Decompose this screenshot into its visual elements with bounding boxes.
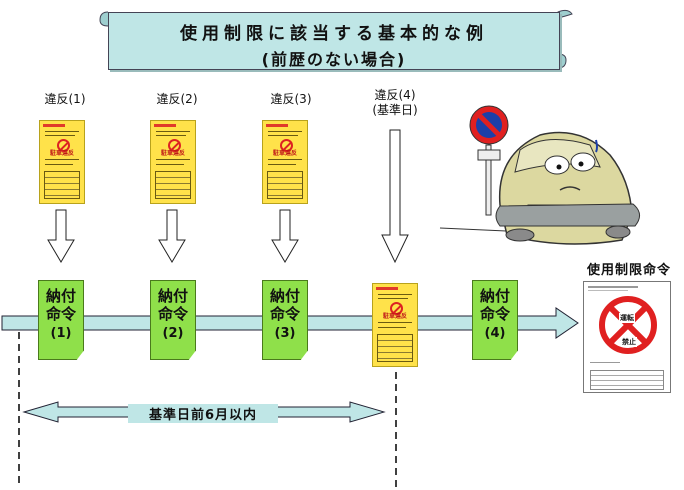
notice-line-2: 命令 [269,305,300,323]
notice-number: (4) [484,326,506,341]
title-scroll-curl-topright [557,9,573,19]
down-arrow-1 [47,209,75,263]
payment-notice-1: 納付 命令 (1) [38,280,84,360]
ticket-title: 駐車違反 [49,150,74,157]
down-arrow-2 [158,209,186,263]
notice-line-2: 命令 [157,305,188,323]
notice-line-1: 納付 [479,287,510,305]
notice-number: (3) [274,326,296,341]
order-sign-text-top: 運転 [619,313,635,323]
notice-line-1: 納付 [157,287,188,305]
usage-restriction-order-document: 運転 禁止 [583,281,671,393]
parking-ticket-icon-1: 駐車違反 [39,120,85,204]
ticket-title: 駐車違反 [382,313,407,320]
ticket-title: 駐車違反 [160,150,185,157]
notice-line-2: 命令 [45,305,76,323]
order-sign-text-bottom: 禁止 [621,337,637,347]
violation-label-2: 違反(2) [156,92,198,106]
violation-label-3: 違反(3) [270,92,312,106]
title-line-2: (前歴のない場合) [261,50,407,69]
violation-label-4-sub: (基準日) [372,103,418,117]
parking-ticket-icon-3: 駐車違反 [262,120,308,204]
notice-number: (2) [162,326,184,341]
down-arrow-4 [381,129,409,264]
notice-line-2: 命令 [479,305,510,323]
notice-number: (1) [50,326,72,341]
order-document-table [590,370,664,390]
down-arrow-3 [271,209,299,263]
title-scroll-curl-right [557,53,567,69]
no-parking-sign-icon [469,105,509,216]
payment-notice-4: 納付 命令 (4) [472,280,518,360]
notice-line-1: 納付 [269,287,300,305]
parking-ticket-icon-2: 駐車違反 [150,120,196,204]
payment-notice-2: 納付 命令 (2) [150,280,196,360]
usage-restriction-order-title: 使用制限命令 [586,263,671,278]
violation-label-1: 違反(1) [44,92,86,106]
payment-notice-3: 納付 命令 (3) [262,280,308,360]
diagram-title: 使用制限に該当する基本的な例 (前歴のない場合) [108,12,560,70]
parking-ticket-icon-4: 駐車違反 [372,283,418,367]
violation-label-4: 違反(4) [374,88,416,102]
cartoon-car-icon [439,131,640,245]
title-line-1: 使用制限に該当する基本的な例 [180,24,488,44]
title-scroll-curl-left [99,11,109,27]
ticket-title: 駐車違反 [272,150,297,157]
notice-line-1: 納付 [45,287,76,305]
period-label: 基準日前6月以内 [128,404,278,423]
